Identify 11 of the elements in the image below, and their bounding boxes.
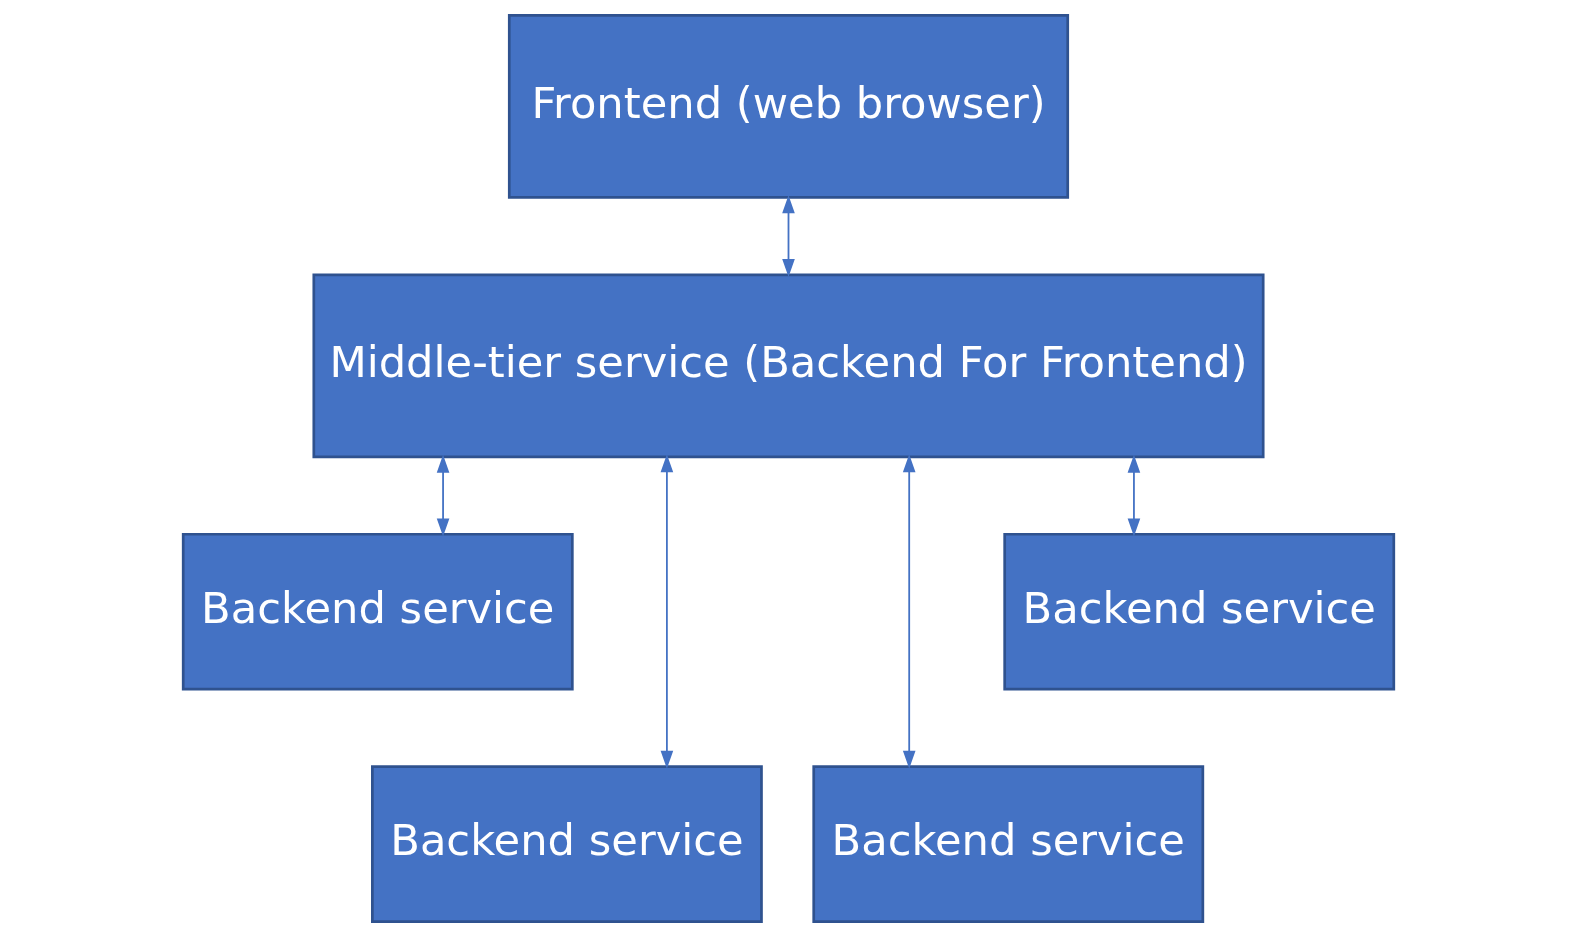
arrow <box>1127 454 1140 537</box>
arrow <box>902 454 915 769</box>
node-box: Middle-tier service (Backend For Frontend) <box>311 273 1265 459</box>
arrow <box>781 195 795 278</box>
node-box: Backend service <box>370 765 763 923</box>
arrow <box>660 454 673 769</box>
node-box: Backend service <box>181 532 574 691</box>
node-box: Backend service <box>1002 532 1395 691</box>
node-box: Backend service <box>811 765 1204 923</box>
node-box: Frontend (web browser) <box>507 14 1069 199</box>
arrow <box>436 454 449 537</box>
